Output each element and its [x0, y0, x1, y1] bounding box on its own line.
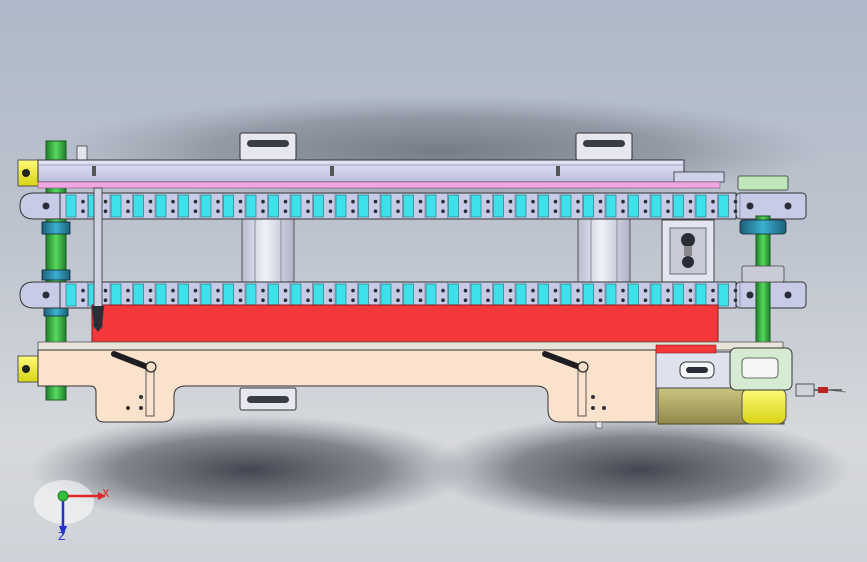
chain-link	[65, 193, 88, 219]
axis-y-dot	[57, 490, 69, 502]
clamp-lever-right[interactable]	[542, 351, 589, 417]
chain-link	[673, 193, 696, 219]
chain-pin	[42, 291, 50, 299]
chain-link	[358, 282, 381, 308]
chain-link	[695, 193, 718, 219]
chain-link	[110, 193, 133, 219]
chain-link	[470, 193, 493, 219]
chain-link	[650, 193, 673, 219]
chain-link	[695, 282, 718, 308]
chain-link	[133, 193, 156, 219]
top-shadow	[60, 95, 820, 205]
clamp-lever-left[interactable]	[111, 351, 157, 417]
bottom-mount-bracket[interactable]	[239, 387, 297, 411]
chain-link	[515, 193, 538, 219]
chain-link	[245, 282, 268, 308]
chain-link	[65, 282, 88, 308]
support-post-left	[241, 217, 295, 283]
chain-pin	[42, 202, 50, 210]
top-mount-bracket-right[interactable]	[575, 132, 633, 161]
red-side-panel	[91, 304, 719, 346]
chain-link	[380, 193, 403, 219]
floor-shadow-right	[430, 415, 850, 525]
support-post-right	[577, 217, 631, 283]
chain-link	[403, 193, 426, 219]
chain-link	[560, 193, 583, 219]
chain-link	[178, 193, 201, 219]
chain-end-left	[19, 281, 61, 309]
chain-link	[560, 282, 583, 308]
chain-link	[223, 193, 246, 219]
chain-link	[403, 282, 426, 308]
chain-link	[358, 193, 381, 219]
chain-link	[718, 193, 741, 219]
chain-end-left	[19, 192, 61, 220]
pink-wear-strip	[37, 181, 721, 189]
drive-motor-assembly[interactable]	[655, 344, 793, 425]
top-mount-bracket-left[interactable]	[239, 132, 297, 161]
chain-link	[425, 193, 448, 219]
top-guide-rail[interactable]	[37, 159, 725, 189]
lower-chain-track[interactable]	[19, 281, 807, 309]
chain-link	[583, 193, 606, 219]
chain-link	[650, 282, 673, 308]
chain-tensioner-bracket[interactable]	[661, 219, 715, 283]
chain-link	[628, 282, 651, 308]
chain-link	[583, 282, 606, 308]
sensor-cable	[795, 383, 847, 397]
chain-link	[200, 282, 223, 308]
base-frame	[37, 349, 657, 423]
chain-pin	[784, 202, 792, 210]
chain-link	[155, 282, 178, 308]
chain-link	[448, 282, 471, 308]
axis-z-label: Z	[58, 530, 66, 543]
small-foot-bolt	[595, 421, 603, 429]
chain-pin	[746, 202, 754, 210]
left-guide-rod	[92, 187, 104, 332]
chain-link	[425, 282, 448, 308]
upper-chain-track[interactable]	[19, 192, 807, 220]
chain-link	[673, 282, 696, 308]
axis-triad	[34, 480, 106, 536]
chain-link	[200, 193, 223, 219]
chain-link	[335, 193, 358, 219]
axis-x-label: X	[102, 487, 110, 500]
chain-link	[290, 282, 313, 308]
chain-link	[290, 193, 313, 219]
chain-pin	[784, 291, 792, 299]
chain-link	[718, 282, 741, 308]
right-drive-shaft[interactable]	[737, 175, 789, 377]
chain-band	[59, 192, 737, 220]
chain-link	[178, 282, 201, 308]
chain-link	[538, 193, 561, 219]
chain-link	[313, 193, 336, 219]
chain-link	[448, 193, 471, 219]
chain-link	[493, 193, 516, 219]
floor-shadow-left	[30, 415, 470, 525]
chain-link	[605, 193, 628, 219]
chain-link	[628, 193, 651, 219]
chain-band	[59, 281, 737, 309]
chain-pin	[746, 291, 754, 299]
chain-link	[155, 193, 178, 219]
chain-link	[268, 193, 291, 219]
chain-link	[245, 193, 268, 219]
